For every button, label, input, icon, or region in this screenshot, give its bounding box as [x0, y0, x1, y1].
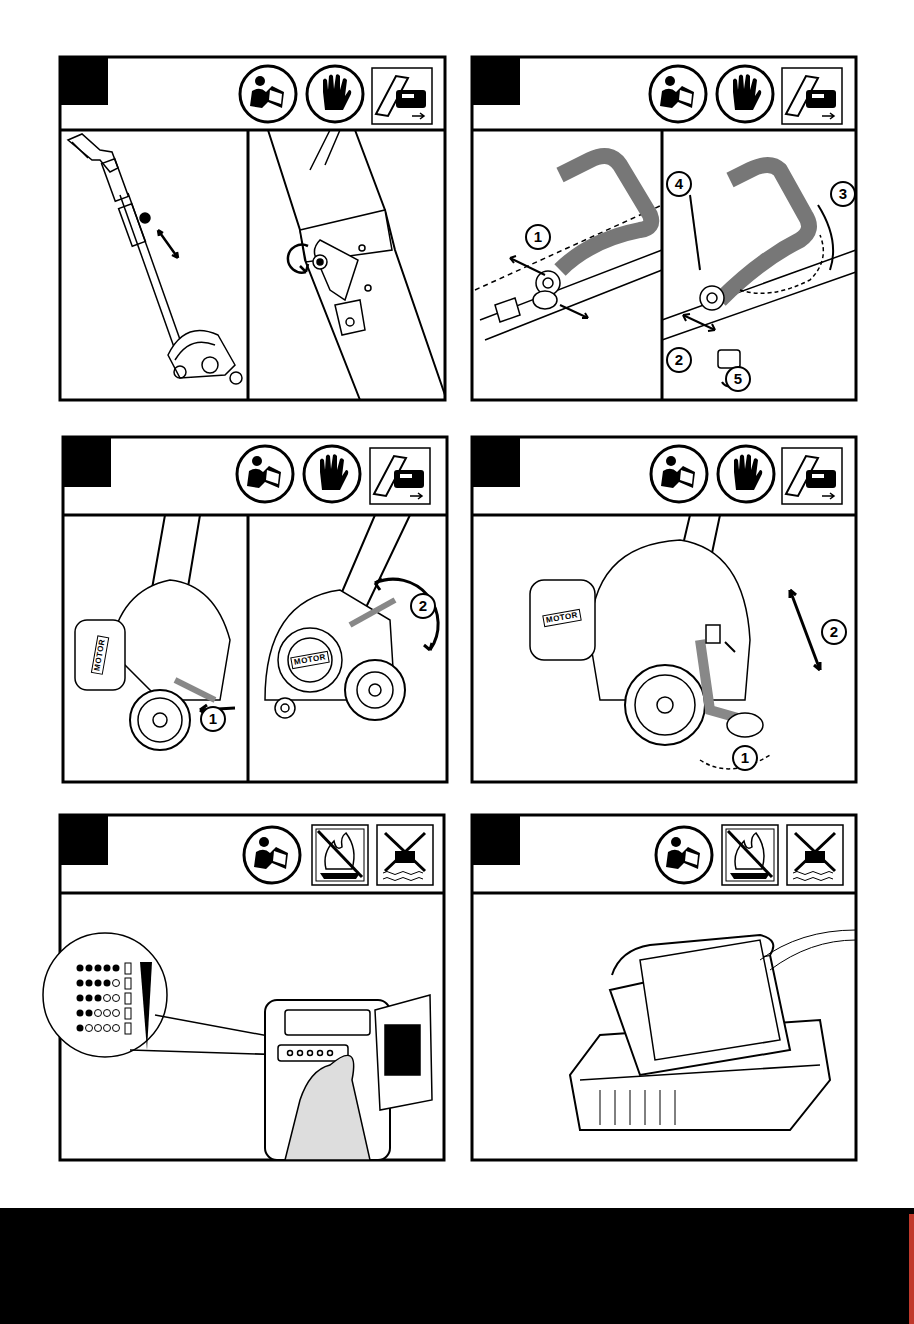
- callout-number: 1: [525, 224, 551, 250]
- callout-number: 2: [821, 619, 847, 645]
- part-label: MOTOR: [91, 635, 109, 675]
- part-label: MOTOR: [290, 651, 330, 669]
- callout-number: 1: [732, 745, 758, 771]
- callout-number: 5: [725, 366, 751, 392]
- callout-number: 2: [666, 347, 692, 373]
- callout-number: 1: [200, 706, 226, 732]
- callout-number: 2: [410, 593, 436, 619]
- callout-number: 3: [830, 181, 856, 207]
- part-label: MOTOR: [542, 609, 582, 627]
- callout-number: 4: [666, 171, 692, 197]
